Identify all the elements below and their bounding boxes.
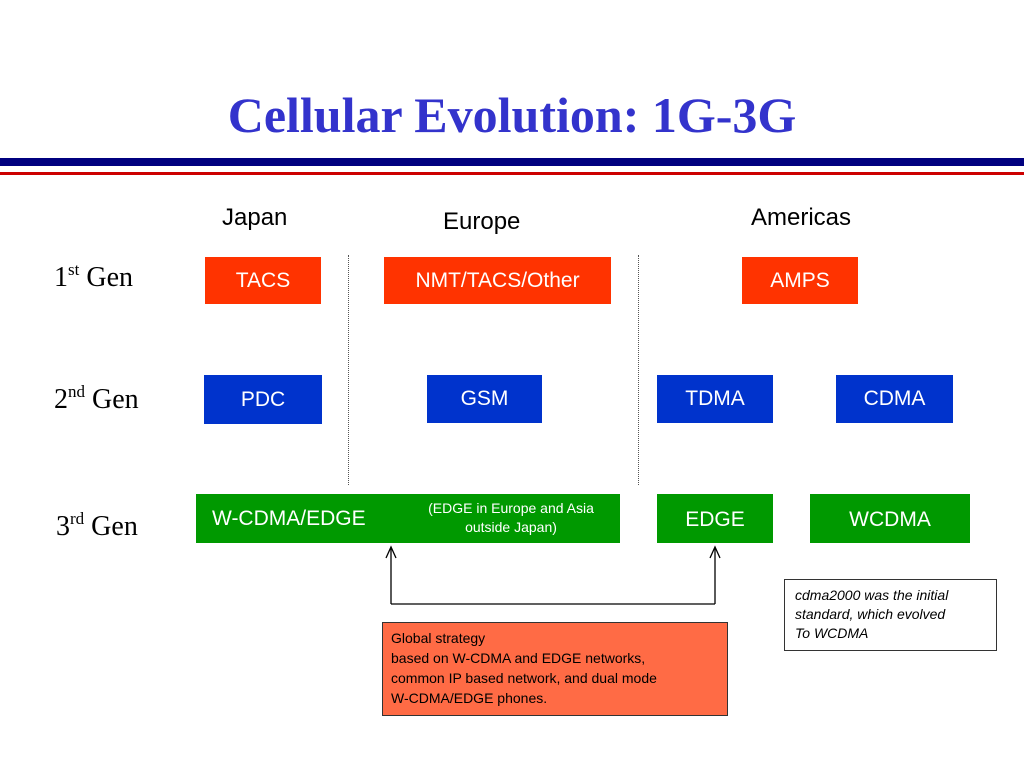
slide-title: Cellular Evolution: 1G-3G <box>227 87 797 143</box>
title-rule-red <box>0 172 1024 175</box>
title-rule-blue <box>0 158 1024 166</box>
box-edge: EDGE <box>657 494 773 543</box>
box-cdma: CDMA <box>836 375 953 423</box>
gen-3-label: 3rd Gen <box>56 509 138 542</box>
region-americas: Americas <box>751 204 852 231</box>
gen-1-label: 1st Gen <box>54 260 133 293</box>
side-note-line-1: cdma2000 was the initial <box>795 587 949 603</box>
callout-line-2: based on W-CDMA and EDGE networks, <box>391 650 646 666</box>
cdma2000-note: cdma2000 was the initial standard, which… <box>784 579 997 651</box>
global-strategy-callout: Global strategy based on W-CDMA and EDGE… <box>382 622 728 716</box>
box-gsm: GSM <box>427 375 542 423</box>
box-wcdma-edge: W-CDMA/EDGE <box>196 494 620 543</box>
box-amps: AMPS <box>742 257 858 304</box>
callout-line-3: common IP based network, and dual mode <box>391 670 657 686</box>
divider-europe-americas <box>638 255 639 485</box>
edge-note-line-2: outside Japan) <box>465 519 557 535</box>
box-pdc: PDC <box>204 375 322 424</box>
callout-line-1: Global strategy <box>391 630 486 646</box>
wcdma-edge-label: W-CDMA/EDGE <box>212 506 366 530</box>
box-tdma: TDMA <box>657 375 773 423</box>
box-wcdma: WCDMA <box>810 494 970 543</box>
side-note-line-2: standard, which evolved <box>795 606 946 622</box>
arrowhead-left <box>385 545 397 559</box>
edge-note: (EDGE in Europe and Asia outside Japan) <box>402 499 620 537</box>
callout-line-4: W-CDMA/EDGE phones. <box>391 690 548 706</box>
region-europe: Europe <box>443 208 521 235</box>
gen-2-label: 2nd Gen <box>54 382 139 415</box>
box-nmt-tacs-other: NMT/TACS/Other <box>384 257 611 304</box>
region-japan: Japan <box>222 204 288 231</box>
arrowhead-right <box>709 545 721 559</box>
edge-note-line-1: (EDGE in Europe and Asia <box>428 500 594 516</box>
side-note-line-3: To WCDMA <box>795 625 869 641</box>
divider-japan-europe <box>348 255 349 485</box>
box-tacs: TACS <box>205 257 321 304</box>
